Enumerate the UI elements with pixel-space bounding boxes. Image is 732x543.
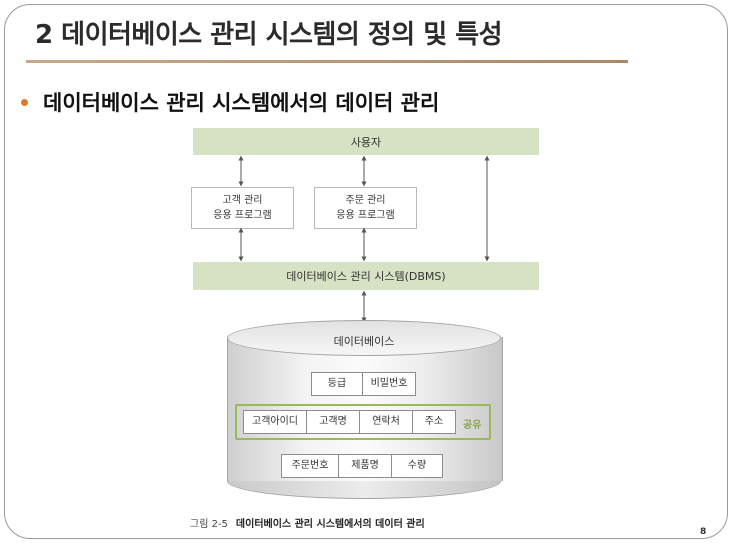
field-row-customer: 고객아이디 고객명 연락처 주소 [243, 410, 456, 434]
app-box-line2: 응용 프로그램 [336, 210, 395, 221]
bullet-icon [21, 99, 28, 106]
field-cell: 등급 [312, 373, 363, 395]
figure-caption: 그림 2-5 데이터베이스 관리 시스템에서의 데이터 관리 [190, 515, 425, 530]
dbms-bar-label: 데이터베이스 관리 시스템(DBMS) [286, 270, 446, 283]
field-cell: 제품명 [339, 455, 392, 477]
field-cell: 고객명 [307, 411, 360, 433]
field-cell: 비밀번호 [363, 373, 415, 395]
page-number: 8 [700, 527, 707, 537]
app-box-customer: 고객 관리 응용 프로그램 [191, 187, 294, 229]
field-cell: 수량 [392, 455, 442, 477]
slide-title: 2 데이터베이스 관리 시스템의 정의 및 특성 [35, 20, 503, 50]
user-bar-label: 사용자 [350, 135, 382, 149]
bullet-text: 데이터베이스 관리 시스템에서의 데이터 관리 [43, 91, 440, 115]
field-cell: 고객아이디 [244, 411, 307, 433]
shared-label: 공유 [463, 420, 482, 431]
database-cylinder-top [227, 320, 501, 356]
field-cell: 연락처 [360, 411, 413, 433]
field-row-grade: 등급 비밀번호 [311, 372, 416, 396]
app-box-line2: 응용 프로그램 [213, 210, 272, 221]
app-box-line1: 고객 관리 [222, 195, 263, 206]
title-underline [26, 60, 628, 63]
app-box-line1: 주문 관리 [345, 195, 386, 206]
user-bar: 사용자 [193, 128, 539, 155]
dbms-bar: 데이터베이스 관리 시스템(DBMS) [193, 262, 539, 290]
field-cell: 주소 [413, 411, 455, 433]
database-label: 데이터베이스 [333, 335, 395, 348]
shared-data-frame [235, 404, 491, 440]
field-cell: 주문번호 [282, 455, 339, 477]
caption-number: 그림 2-5 [190, 519, 228, 530]
caption-title: 데이터베이스 관리 시스템에서의 데이터 관리 [235, 519, 425, 530]
field-row-order: 주문번호 제품명 수량 [281, 454, 443, 478]
